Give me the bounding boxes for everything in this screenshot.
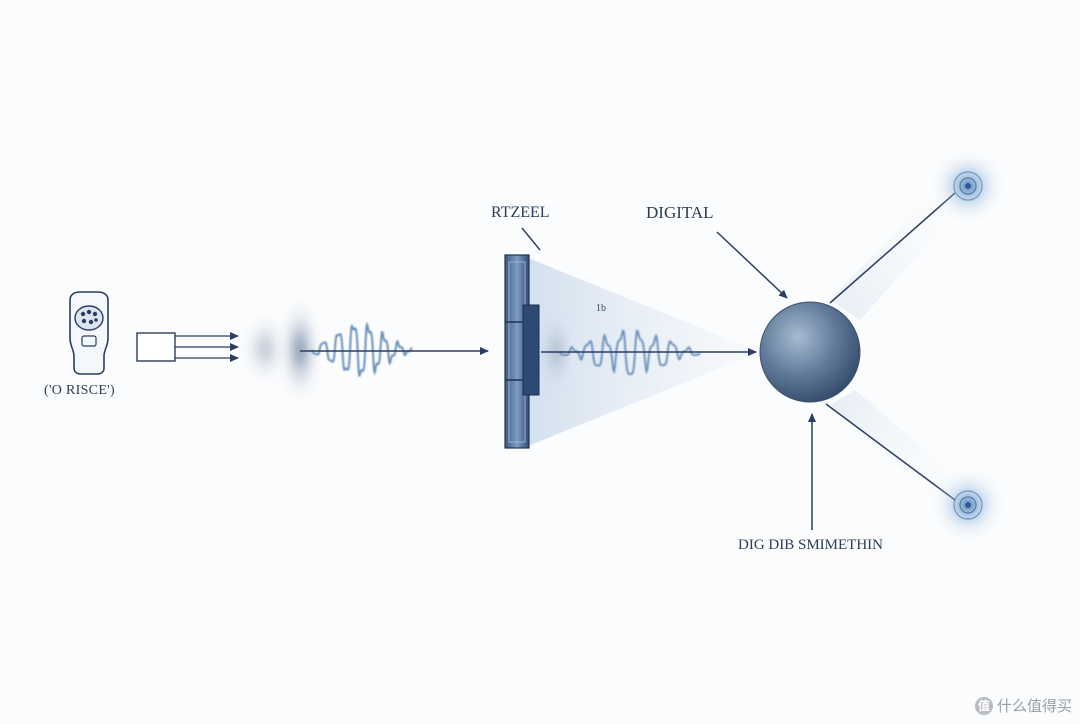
blurred-wave-left — [243, 295, 318, 405]
bottom-label: DIG DIB SMIMETHIN — [738, 537, 883, 553]
panel-pointer — [521, 227, 541, 251]
digital-sphere — [759, 301, 861, 403]
panel-label: RTZEEL — [491, 204, 550, 221]
output-bottom-glow — [928, 465, 1008, 545]
watermark: 值 什么值得买 — [974, 695, 1072, 716]
wave-packet-1 — [311, 321, 413, 377]
line-to-top-output — [829, 192, 956, 304]
line-to-bottom-output — [825, 403, 956, 501]
source-device-icon — [69, 291, 109, 375]
small-annotation-label: 1b — [596, 303, 606, 314]
source-label: ('O RISCE') — [44, 383, 115, 398]
emitter-box — [136, 332, 239, 362]
output-top-glow — [928, 146, 1008, 226]
digital-pointer-arrow — [716, 231, 788, 299]
filter-panel — [504, 254, 540, 449]
watermark-badge-icon: 值 — [974, 696, 993, 715]
watermark-text: 什么值得买 — [996, 697, 1072, 715]
digital-label: DIGITAL — [646, 203, 714, 222]
